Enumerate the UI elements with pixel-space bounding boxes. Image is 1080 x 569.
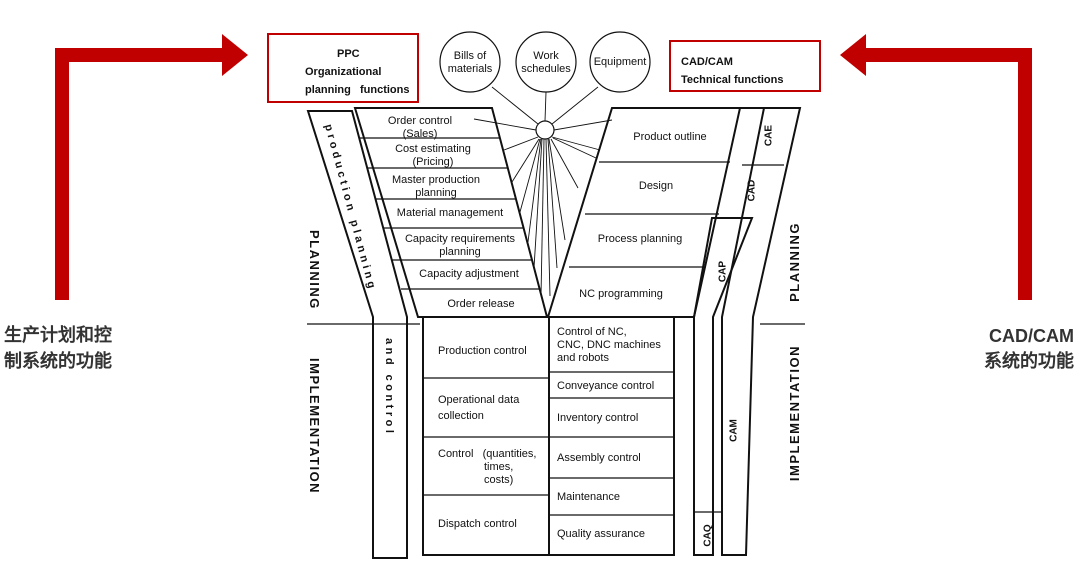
- planning-right-label: PLANNING: [787, 222, 802, 302]
- planning-left-label: PLANNING: [307, 230, 322, 310]
- cad-strip-outline: [721, 107, 802, 556]
- impl-operational-data-line2: collection: [438, 410, 484, 422]
- impl-control-quantities: Control (quantities, times, costs): [438, 448, 546, 487]
- ppc-item-material-management: Material management: [386, 207, 514, 220]
- impl-control-quantities-line1: Control (quantities,: [438, 448, 537, 460]
- cam-item-conveyance: Conveyance control: [557, 380, 673, 393]
- circle-equipment-line1: Equipment: [593, 56, 647, 68]
- hub-circle: [535, 120, 555, 140]
- cam-item-assembly-line1: Assembly control: [557, 452, 641, 464]
- circle-bills-line1: Bills of: [453, 50, 487, 62]
- ppc-item-master-production: Master production planning: [383, 174, 489, 200]
- impl-control-quantities-line3: costs): [484, 474, 514, 486]
- cad-item-nc-programming: NC programming: [579, 288, 663, 300]
- ppc-item-capacity-requirements-line2: planning: [439, 246, 481, 258]
- cad-box-subtitle: Technical functions: [681, 74, 784, 86]
- impl-dispatch-control-line1: Dispatch control: [438, 518, 517, 530]
- ppc-box-title: PPC: [337, 48, 360, 60]
- cam-item-quality: Quality assurance: [557, 528, 673, 541]
- circle-bills-line2: materials: [447, 63, 493, 75]
- impl-production-control: Production control: [438, 345, 546, 358]
- ppc-item-order-control: Order control (Sales): [375, 115, 465, 141]
- ppc-item-master-production-line2: planning: [415, 187, 457, 199]
- cad-item-design: Design: [638, 180, 674, 192]
- circle-work-line2: schedules: [521, 63, 571, 75]
- right-cn-line2: 系统的功能: [984, 351, 1074, 372]
- cam-item-quality-line1: Quality assurance: [557, 528, 646, 540]
- ppc-box-line2: Organizational: [305, 66, 382, 78]
- implementation-right-label: IMPLEMENTATION: [787, 345, 802, 482]
- strip-label-caq: CAQ: [702, 524, 714, 547]
- right-cn-line1: CAD/CAM: [989, 326, 1074, 346]
- strip-label-cad: CAD: [746, 179, 758, 202]
- cam-item-maintenance: Maintenance: [557, 491, 673, 504]
- cad-item-product-outline: Product outline: [633, 131, 707, 143]
- impl-operational-data: Operational data collection: [438, 392, 546, 424]
- ppc-item-cost-estimating: Cost estimating (Pricing): [381, 143, 485, 169]
- ppc-item-cost-estimating-line1: Cost estimating: [395, 143, 471, 155]
- ppc-item-capacity-requirements-line1: Capacity requirements: [404, 233, 516, 245]
- impl-production-control-line1: Production control: [438, 345, 527, 357]
- ppc-box: PPC Organizational planning functions: [267, 33, 419, 103]
- circle-work-label: Work schedules: [516, 50, 576, 76]
- circle-bills: [439, 31, 501, 93]
- impl-control-quantities-line2: times,: [484, 461, 514, 473]
- ppc-item-master-production-line1: Master production: [391, 174, 481, 186]
- ppc-item-capacity-adjustment-line1: Capacity adjustment: [419, 268, 519, 280]
- ppc-strip-bottom-label: and control: [383, 338, 395, 437]
- implementation-left-label: IMPLEMENTATION: [307, 358, 322, 495]
- cam-item-conveyance-line1: Conveyance control: [557, 380, 655, 392]
- cam-item-inventory: Inventory control: [557, 412, 673, 425]
- left-cn-line1: 生产计划和控: [4, 325, 112, 346]
- impl-dispatch-control: Dispatch control: [438, 518, 546, 531]
- cad-box-title: CAD/CAM: [681, 56, 733, 68]
- ppc-item-order-release-line1: Order release: [447, 298, 515, 310]
- left-cn-label: 生产计划和控 制系统的功能: [4, 323, 112, 375]
- cam-item-control-nc-line3: and robots: [557, 352, 609, 364]
- ppc-item-capacity-requirements: Capacity requirements planning: [396, 233, 524, 259]
- ppc-item-order-control-line2: (Sales): [402, 128, 438, 140]
- left-red-arrow: [55, 34, 248, 300]
- strip-label-cap: CAP: [717, 260, 729, 283]
- cam-item-assembly: Assembly control: [557, 452, 673, 465]
- strip-label-cae: CAE: [763, 124, 775, 147]
- ppc-strip-outline: [306, 110, 408, 559]
- ppc-item-capacity-adjustment: Capacity adjustment: [406, 268, 532, 281]
- cad-item-process-planning: Process planning: [597, 233, 683, 245]
- cam-item-control-nc-line1: Control of NC,: [557, 326, 627, 338]
- cam-item-control-nc-line2: CNC, DNC machines: [557, 339, 661, 351]
- left-cn-line2: 制系统的功能: [4, 351, 112, 372]
- circle-bills-label: Bills of materials: [440, 50, 500, 76]
- right-red-arrow: [840, 34, 1032, 300]
- ppc-item-order-control-line1: Order control: [387, 115, 453, 127]
- circle-equipment-label: Equipment: [588, 56, 652, 69]
- cam-item-control-nc: Control of NC, CNC, DNC machines and rob…: [557, 326, 673, 365]
- cap-strip-outline: [693, 217, 754, 556]
- circle-work-line1: Work: [533, 50, 559, 62]
- cam-item-maintenance-line1: Maintenance: [557, 491, 620, 503]
- circle-equipment: [589, 31, 651, 93]
- ppc-item-order-release: Order release: [418, 298, 544, 311]
- right-cn-label: CAD/CAM 系统的功能: [962, 323, 1074, 375]
- impl-operational-data-line1: Operational data: [438, 394, 520, 406]
- ppc-item-cost-estimating-line2: (Pricing): [412, 156, 454, 168]
- strip-label-cam: CAM: [728, 419, 740, 442]
- ppc-item-material-management-line1: Material management: [396, 207, 504, 219]
- ppc-box-line3: planning functions: [305, 84, 410, 96]
- cam-item-inventory-line1: Inventory control: [557, 412, 639, 424]
- cad-box: CAD/CAM Technical functions: [669, 40, 821, 92]
